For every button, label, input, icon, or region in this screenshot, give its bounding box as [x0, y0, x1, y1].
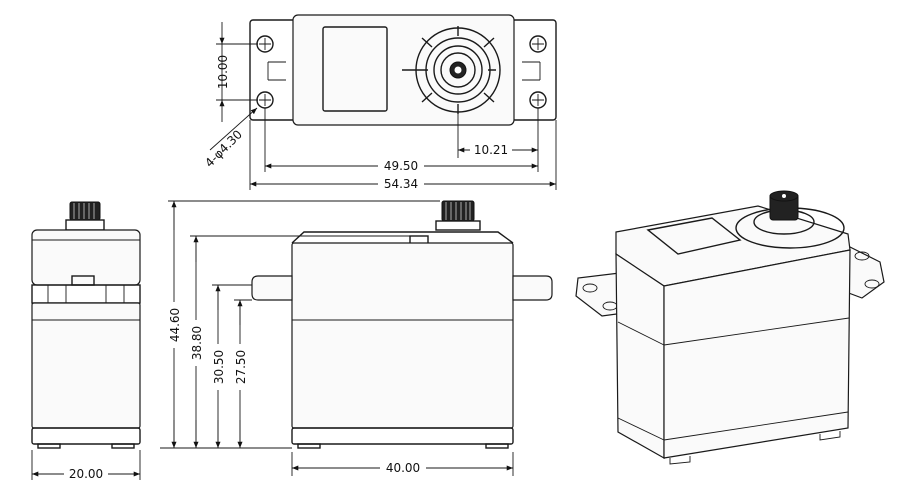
iso-side-face: [615, 252, 665, 460]
spline-icon: [441, 200, 475, 222]
label-window: [322, 26, 388, 112]
mounting-hole-icon: [256, 91, 274, 109]
mounting-hole-icon: [529, 35, 547, 53]
side-view: 20.00: [31, 201, 141, 481]
left-tab: [251, 275, 293, 301]
lower-case: [31, 302, 141, 429]
mounting-hole-icon: [256, 35, 274, 53]
iso-right-flange: [845, 245, 885, 299]
mounting-hole-icon: [529, 91, 547, 109]
right-flange: [511, 19, 557, 121]
dim-total-height: 44.60: [168, 308, 182, 342]
upper-case: [31, 229, 141, 286]
dim-body-length: 40.00: [386, 461, 420, 475]
dim-mount-height: 30.50: [212, 350, 226, 384]
iso-front-face: [663, 249, 851, 459]
dim-width: 20.00: [69, 467, 103, 481]
servo-body-front: [291, 242, 514, 429]
hole-callout: 4-φ4.30: [202, 127, 245, 170]
top-view: 10.00 4-φ4.30 10.21 49.50 54.34: [202, 14, 557, 191]
right-tab: [512, 275, 553, 301]
left-flange: [249, 19, 297, 121]
dim-body-height: 38.80: [190, 326, 204, 360]
dim-overall-length: 54.34: [384, 177, 418, 191]
dim-hole-spacing: 10.00: [216, 55, 230, 89]
output-gear-icon: [402, 26, 501, 114]
isometric-view: [575, 190, 885, 465]
dim-mount-bottom: 27.50: [234, 350, 248, 384]
dim-spline-offset: 10.21: [474, 143, 508, 157]
front-view: 44.60 38.80 30.50 27.50 40.00: [160, 200, 553, 476]
dim-hole-pitch: 49.50: [384, 159, 418, 173]
